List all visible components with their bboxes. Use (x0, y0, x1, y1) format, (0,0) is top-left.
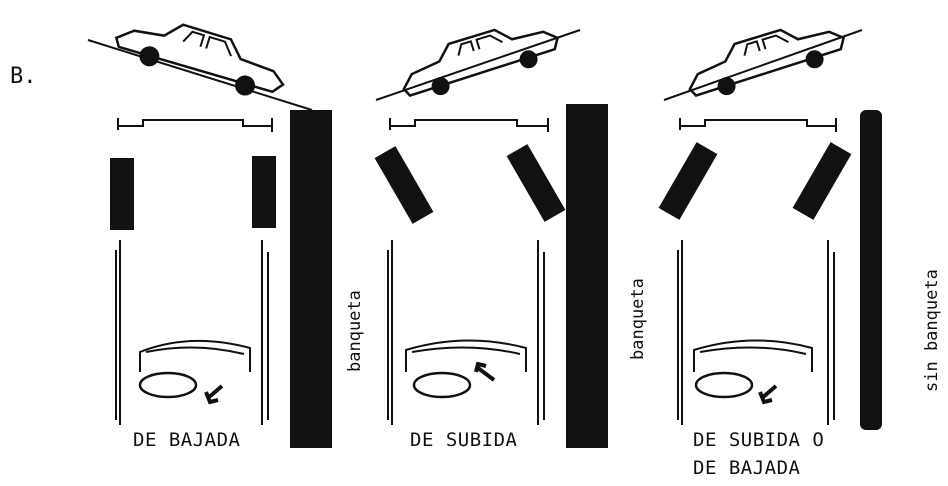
no-curb-label: sin banqueta (922, 269, 942, 392)
car-icon (402, 28, 560, 97)
left-rail (677, 240, 683, 425)
turn-arrow-icon (758, 384, 778, 405)
caption-de-bajada: DE BAJADA (133, 429, 241, 451)
caption-de-subida: DE SUBIDA (410, 429, 518, 451)
caption-line-1: DE SUBIDA O (693, 429, 825, 451)
turn-arrow-icon (474, 361, 496, 382)
curb-block (566, 104, 608, 448)
front-left-wheel (658, 142, 718, 220)
curb-block (290, 110, 332, 448)
section-label: B. (10, 64, 37, 89)
road-edge-block (860, 110, 882, 430)
dashboard-arc (139, 339, 251, 372)
front-right-wheel (792, 142, 852, 220)
front-right-wheel (252, 156, 276, 228)
left-rail (115, 240, 121, 425)
right-rail (827, 240, 835, 425)
slope-line (87, 39, 313, 111)
steering-wheel-icon (138, 371, 198, 399)
front-right-wheel (506, 144, 566, 222)
steering-wheel-icon (412, 371, 472, 399)
car-icon (114, 23, 285, 96)
chassis-front (389, 118, 549, 132)
slope-line (663, 29, 863, 101)
right-rail (261, 240, 269, 425)
curb-label: banqueta (628, 278, 648, 360)
chassis-front (679, 118, 837, 132)
front-left-wheel (110, 158, 134, 230)
left-rail (387, 240, 393, 425)
dashboard-arc (405, 339, 527, 372)
caption-line-2: DE BAJADA (693, 457, 801, 479)
car-icon (688, 28, 846, 97)
dashboard-arc (693, 339, 813, 372)
front-left-wheel (374, 146, 434, 224)
chassis-front (117, 118, 273, 132)
right-rail (537, 240, 545, 425)
steering-wheel-icon (694, 371, 754, 399)
turn-arrow-icon (204, 384, 224, 405)
slope-line (375, 29, 581, 101)
